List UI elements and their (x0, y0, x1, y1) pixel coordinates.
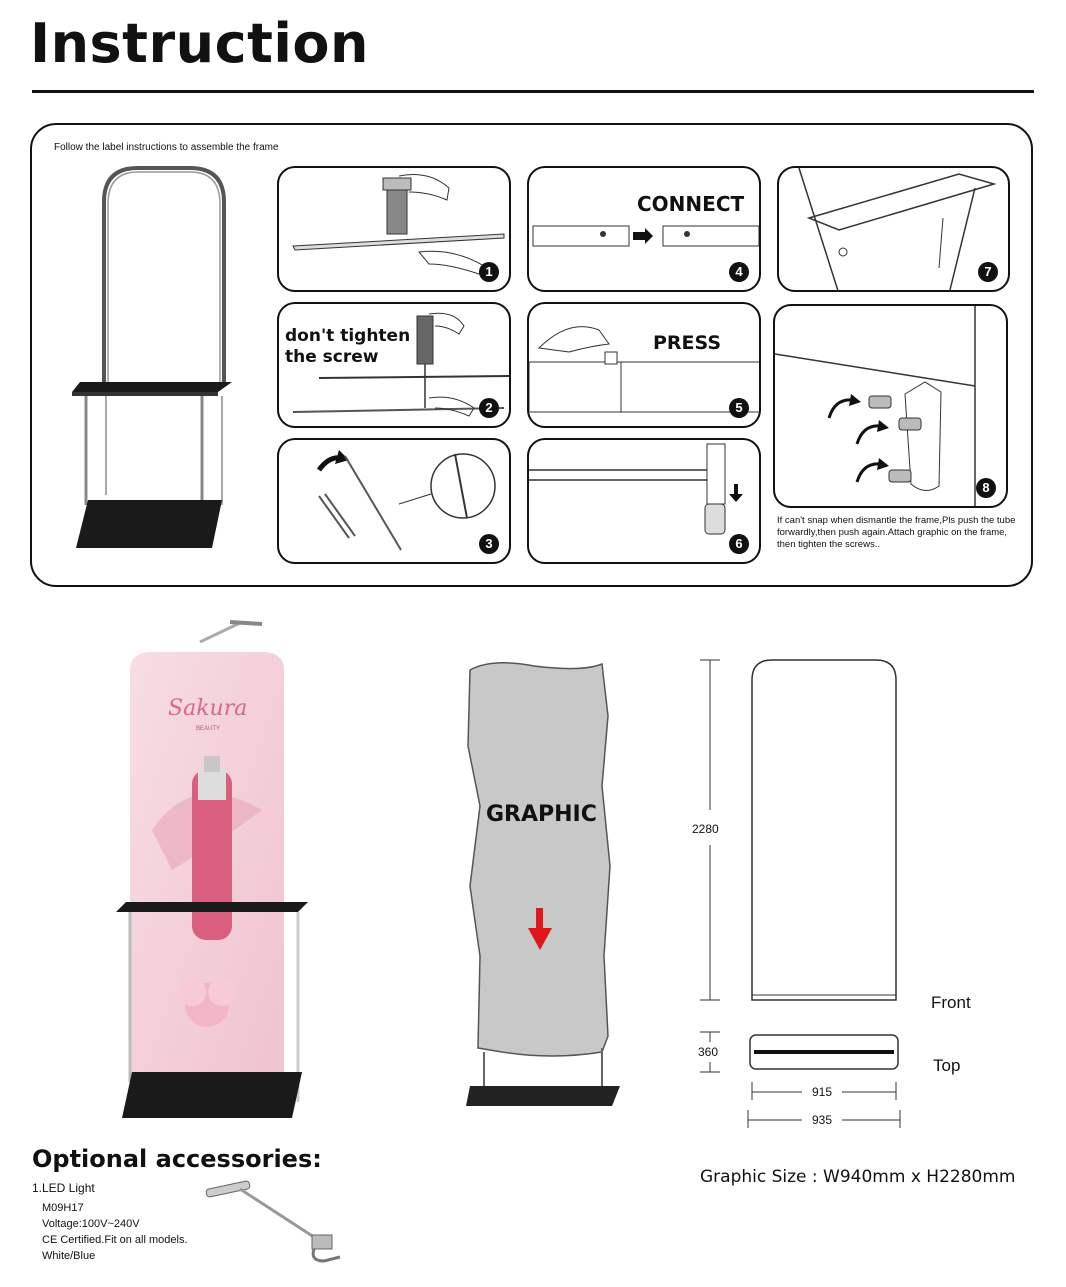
step-number-badge: 7 (978, 262, 998, 282)
page-title: Instruction (30, 12, 369, 75)
dimension-depth: 360 (698, 1045, 719, 1059)
instruction-panel (30, 123, 1033, 587)
step-5-card: PRESS 5 (527, 302, 761, 428)
product-photo (116, 620, 308, 1118)
dimension-width-outer: 935 (812, 1113, 833, 1127)
dismantle-note: If can't snap when dismantle the frame,P… (777, 515, 1016, 550)
step-4-label: CONNECT (637, 192, 745, 216)
step-1-illustration (292, 174, 505, 275)
step-8-card: 8 (773, 304, 1008, 508)
accessory-voltage: Voltage:100V~240V (42, 1218, 140, 1230)
step-5-label: PRESS (653, 332, 722, 354)
step-number-badge: 1 (479, 262, 499, 282)
graphic-size-text: Graphic Size : W940mm x H2280mm (700, 1167, 1016, 1187)
step-8-illustration (775, 306, 976, 506)
accessory-item: 1.LED Light (32, 1181, 95, 1195)
title-divider (32, 90, 1034, 93)
step-6-illustration (529, 443, 743, 535)
dimension-width-inner: 915 (812, 1085, 833, 1099)
step-number-badge: 2 (479, 398, 499, 418)
accessories-title: Optional accessories: (32, 1145, 322, 1173)
accessory-model: M09H17 (42, 1202, 84, 1214)
brand-logo: Sakura (168, 696, 248, 721)
step-number-badge: 6 (729, 534, 749, 554)
step-1-card: 1 (277, 166, 511, 292)
step-7-card: 7 (777, 166, 1010, 292)
accessory-certification: CE Certified.Fit on all models. (42, 1234, 188, 1246)
step-5-illustration (529, 326, 759, 413)
step-3-illustration (316, 450, 496, 551)
step-number-badge: 8 (976, 478, 996, 498)
graphic-down-arrow (536, 908, 543, 928)
graphic-label: GRAPHIC (486, 802, 597, 827)
step-2-card: don't tighten the screw 2 (277, 302, 511, 428)
dimension-height: 2280 (692, 822, 719, 836)
step-number-badge: 3 (479, 534, 499, 554)
step-6-card: 6 (527, 438, 761, 564)
step-2-illustration (292, 312, 509, 417)
step-4-illustration (532, 225, 759, 247)
front-view-label: Front (931, 993, 971, 1012)
step-number-badge: 5 (729, 398, 749, 418)
step-3-card: 3 (277, 438, 511, 564)
top-view-label: Top (933, 1056, 961, 1075)
dimension-drawing (700, 659, 901, 1128)
step-number-badge: 4 (729, 262, 749, 282)
step-2-label-line2: the screw (285, 347, 379, 367)
accessory-specs: M09H17 Voltage:100V~240V CE Certified.Fi… (42, 1200, 188, 1264)
step-4-card: CONNECT 4 (527, 166, 761, 292)
graphic-fabric-illustration (466, 662, 620, 1106)
accessory-colors: White/Blue (42, 1250, 96, 1262)
frame-illustration (72, 166, 232, 548)
step-2-label-line1: don't tighten (285, 326, 411, 346)
led-light-illustration (205, 1180, 341, 1263)
instruction-intro: Follow the label instructions to assembl… (54, 142, 279, 153)
step-7-illustration (798, 168, 997, 290)
brand-sub: BEAUTY (196, 726, 221, 732)
